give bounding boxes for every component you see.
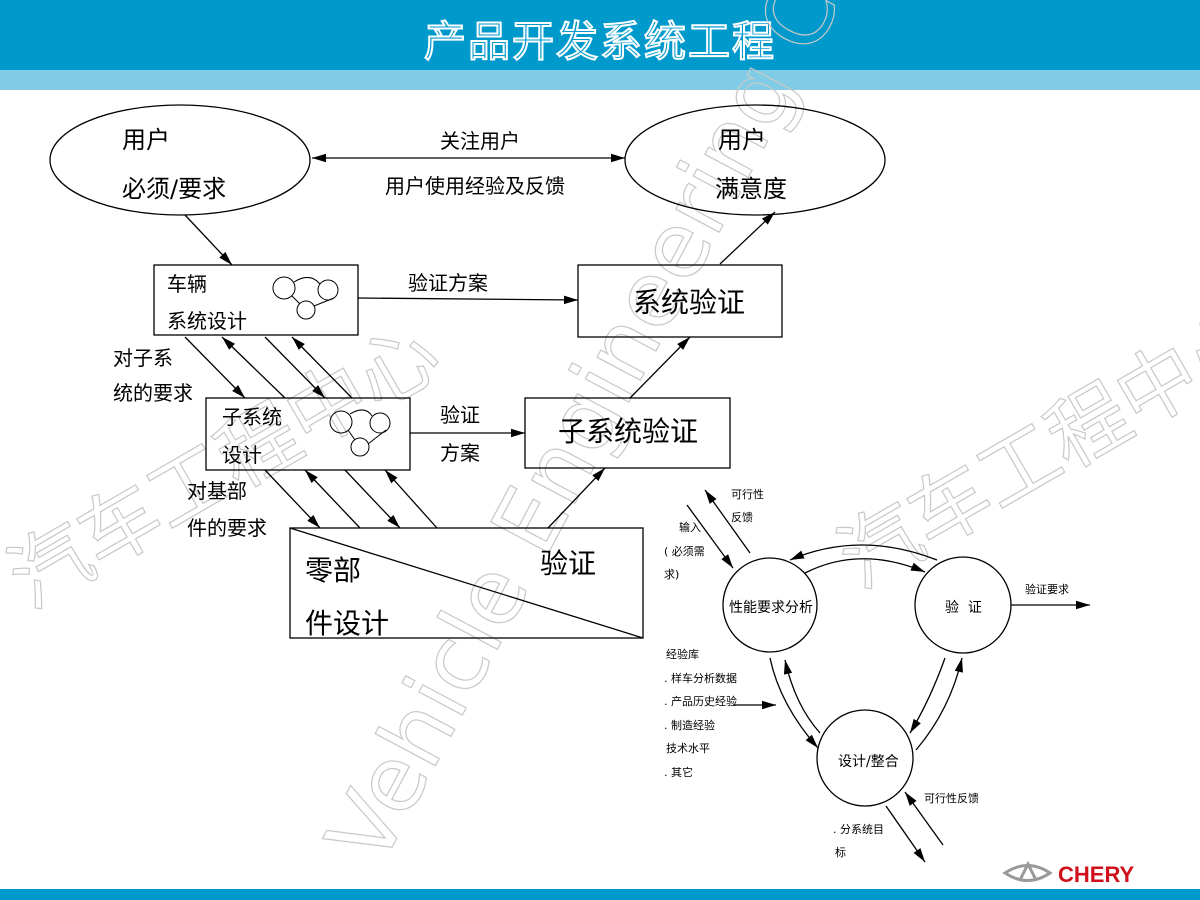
svg-text:. 样车分析数据: . 样车分析数据 [664,671,737,685]
component-design-label: 零部 [305,554,361,587]
component-verify-label: 验证 [540,547,596,580]
svg-text:系统设计: 系统设计 [167,309,247,333]
svg-text:用户使用经验及反馈: 用户使用经验及反馈 [385,174,565,198]
design-circle [816,709,914,807]
svg-text:满意度: 满意度 [715,175,787,203]
vehicle-design-box [153,264,359,336]
svg-text:输入: 输入 [679,520,701,534]
subsystem-design-label: 子系统 [222,405,282,429]
svg-text:验证要求: 验证要求 [1025,582,1069,596]
svg-text:设计: 设计 [222,443,262,467]
svg-text:验证方案: 验证方案 [408,271,488,295]
svg-text:性能要求分析: 性能要求分析 [729,600,813,616]
svg-text:技术水平: 技术水平 [666,742,710,755]
svg-text:关注用户: 关注用户 [440,129,520,153]
svg-text:CHERY: CHERY [1058,862,1135,887]
svg-text:统的要求: 统的要求 [113,381,193,405]
user-needs-label: 用户 [122,126,170,154]
system-verify-label: 系统验证 [633,286,745,319]
svg-text:方案: 方案 [440,441,480,465]
subsystem-verify-label: 子系统验证 [558,415,698,448]
svg-text:验 证: 验 证 [945,600,982,616]
svg-text:. 制造经验: . 制造经验 [664,718,715,732]
user-satisfaction-label: 用户 [718,126,766,154]
perf-circle [722,557,818,653]
svg-text:标: 标 [835,845,846,859]
svg-text:汽车工程中心: 汽车工程中心 [823,286,1200,607]
svg-text:求): 求) [664,568,679,581]
component-box [289,527,644,639]
svg-text:验证: 验证 [440,403,480,427]
svg-text:经验库: 经验库 [666,647,699,661]
user-satisfaction-ellipse [624,104,886,216]
svg-text:对基部: 对基部 [187,479,247,503]
vehicle-design-label: 车辆 [167,272,207,296]
svg-text:. 产品历史经验: . 产品历史经验 [664,694,737,708]
svg-text:件的要求: 件的要求 [187,516,267,540]
chery-logo: CHERY [1002,860,1135,887]
svg-text:对子系: 对子系 [113,346,173,370]
header-stripe [0,70,1200,90]
header-bar [0,0,1200,70]
footer-bar [0,889,1200,900]
svg-text:设计/整合: 设计/整合 [838,754,899,770]
svg-text:可行性反馈: 可行性反馈 [924,791,979,805]
svg-text:必须/要求: 必须/要求 [122,175,226,203]
svg-text:. 分系统目: . 分系统目 [833,823,884,836]
svg-text:( 必须需: ( 必须需 [664,545,705,558]
svg-text:. 其它: . 其它 [664,765,693,779]
svg-text:反馈: 反馈 [731,511,753,524]
svg-text:件设计: 件设计 [305,607,389,640]
user-needs-ellipse [49,104,311,216]
svg-text:可行性: 可行性 [731,487,764,501]
page-title: 产品开发系统工程 [423,16,776,67]
